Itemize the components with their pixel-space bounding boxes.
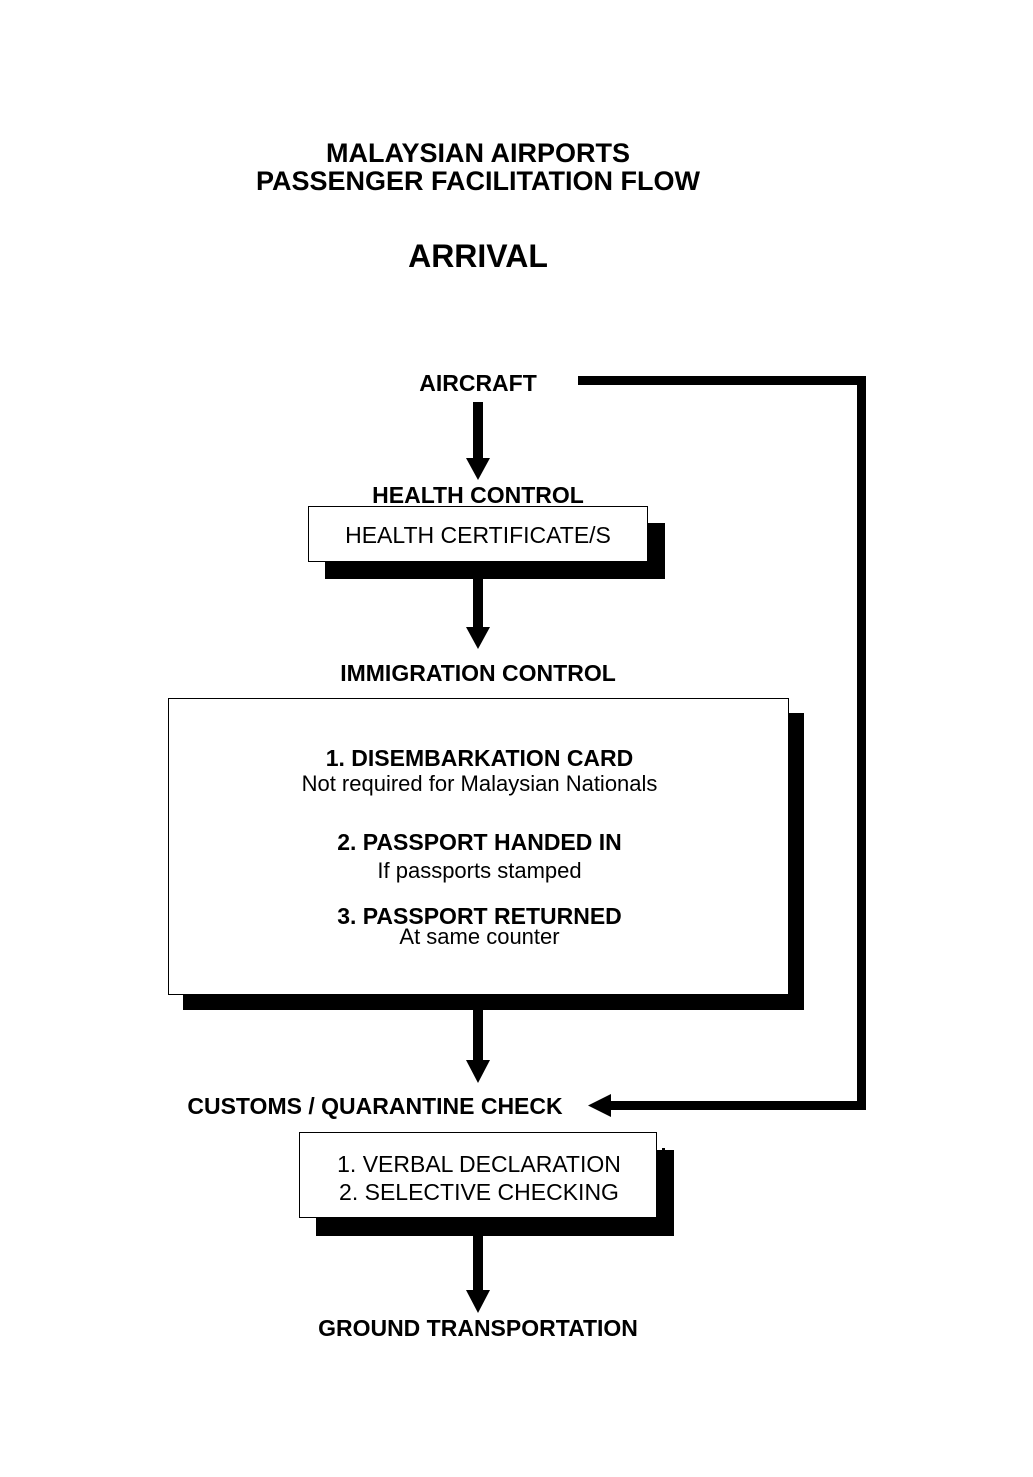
customs-checks-box: 1. VERBAL DECLARATION 2. SELECTIVE CHECK… bbox=[299, 1132, 657, 1218]
customs-box-edge-line bbox=[662, 1148, 665, 1218]
arrow-health-to-immigration bbox=[466, 579, 490, 649]
stage-aircraft-label: AIRCRAFT bbox=[419, 370, 537, 396]
immigration-step-2-note: If passports stamped bbox=[377, 858, 582, 883]
stage-customs-quarantine-label: CUSTOMS / QUARANTINE CHECK bbox=[187, 1093, 563, 1119]
diagram-subtitle: ARRIVAL bbox=[408, 238, 548, 274]
arrow-aircraft-to-health bbox=[466, 402, 490, 480]
stage-ground-transportation-label: GROUND TRANSPORTATION bbox=[318, 1315, 638, 1341]
immigration-step-1-note: Not required for Malaysian Nationals bbox=[301, 771, 658, 796]
health-certificate-text: HEALTH CERTIFICATE/S bbox=[345, 522, 611, 548]
health-certificate-box: HEALTH CERTIFICATE/S bbox=[308, 506, 648, 562]
stage-immigration-control-label: IMMIGRATION CONTROL bbox=[340, 660, 616, 686]
immigration-requirements-box: 1. DISEMBARKATION CARD Not required for … bbox=[168, 698, 789, 995]
immigration-step-3-title: 3. PASSPORT RETURNED bbox=[337, 903, 622, 929]
immigration-step-1-title: 1. DISEMBARKATION CARD bbox=[325, 745, 634, 771]
stage-health-control-label: HEALTH CONTROL bbox=[372, 482, 584, 508]
diagram-title-line-1: MALAYSIAN AIRPORTS bbox=[325, 138, 631, 168]
immigration-step-3-note: At same counter bbox=[399, 924, 560, 949]
customs-step-2: 2. SELECTIVE CHECKING bbox=[339, 1179, 619, 1205]
arrow-immigration-to-customs bbox=[466, 1010, 490, 1083]
customs-step-1: 1. VERBAL DECLARATION bbox=[337, 1151, 621, 1177]
arrow-customs-to-ground bbox=[466, 1236, 490, 1313]
arrow-aircraft-bypass-to-customs bbox=[578, 376, 866, 1117]
immigration-step-2-title: 2. PASSPORT HANDED IN bbox=[337, 829, 622, 855]
diagram-title-line-2: PASSENGER FACILITATION FLOW bbox=[256, 166, 700, 196]
